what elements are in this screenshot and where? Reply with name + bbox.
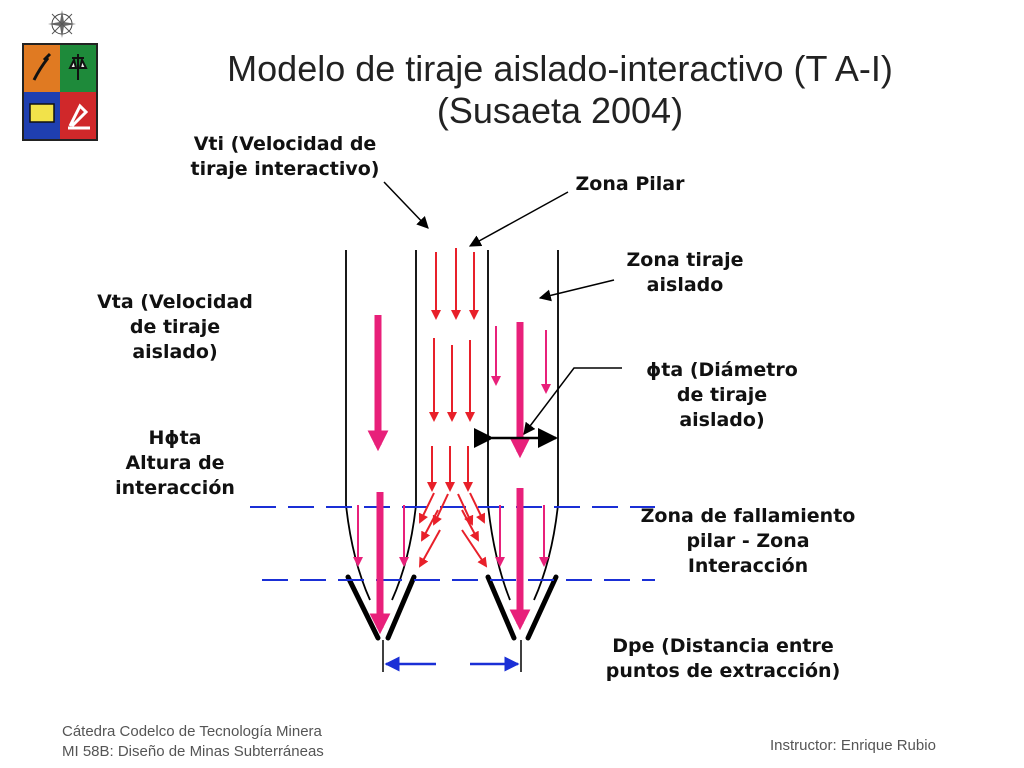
zona-tiraje-aislado-leader [538,279,615,302]
interactive-draw-arrows [418,248,488,568]
left-drawpoint-left-wall [345,574,381,641]
book-icon [29,103,55,123]
phi-ta-leader [523,367,622,435]
phi-ta-label: ϕta (Diámetro de tiraje aislado) [646,359,798,431]
right-drawpoint-right-wall [525,574,559,641]
interactive-arrow [469,492,486,524]
interaction-height-label: Hϕta Altura de interacción [115,427,235,499]
zona-fallamiento-label: Zona de fallamiento pilar - Zona Interac… [640,505,856,577]
dpe-label: Dpe (Distancia entre puntos de extracció… [605,635,841,682]
interactive-arrow [419,529,441,568]
title-line-2: (Susaeta 2004) [436,90,684,131]
footer-course: MI 58B: Diseño de Minas Subterráneas [62,743,324,760]
torch-icon [32,52,52,81]
footer-course-info: Cátedra Codelco de Tecnología Minera MI … [62,722,324,762]
zona-tiraje-aislado-label: Zona tiraje aislado [626,249,744,296]
footer-chair: Cátedra Codelco de Tecnología Minera [62,723,322,740]
vti-leader [383,181,429,229]
vti-label: Vti (Velocidad de tiraje interactivo) [190,133,380,180]
right-column-outer-wall [533,250,559,601]
scales-icon [68,54,88,80]
interactive-arrow [418,492,435,524]
vta-label: Vta (Velocidad de tiraje aislado) [97,291,253,363]
dashed-boundaries [250,506,655,581]
interactive-arrow [432,493,449,526]
interactive-arrow [457,493,474,526]
interactive-arrow [461,529,488,568]
compass-icon [68,103,90,130]
title-line-1: Modelo de tiraje aislado-interactivo (T … [227,48,893,89]
interactive-arrow [421,509,439,542]
label-leader-lines [383,181,622,435]
slide-title: Modelo de tiraje aislado-interactivo (T … [150,48,970,132]
left-drawpoint-right-wall [385,574,417,641]
right-drawpoint-left-wall [485,574,517,641]
drawpoint-center-lines [382,640,522,672]
footer-instructor: Instructor: Enrique Rubio [770,737,936,754]
interactive-arrow [461,509,479,542]
star-emblem-icon [48,10,76,38]
university-crest-logo [22,10,98,141]
zona-pilar-leader [468,191,569,247]
zona-pilar-label: Zona Pilar [575,173,685,195]
